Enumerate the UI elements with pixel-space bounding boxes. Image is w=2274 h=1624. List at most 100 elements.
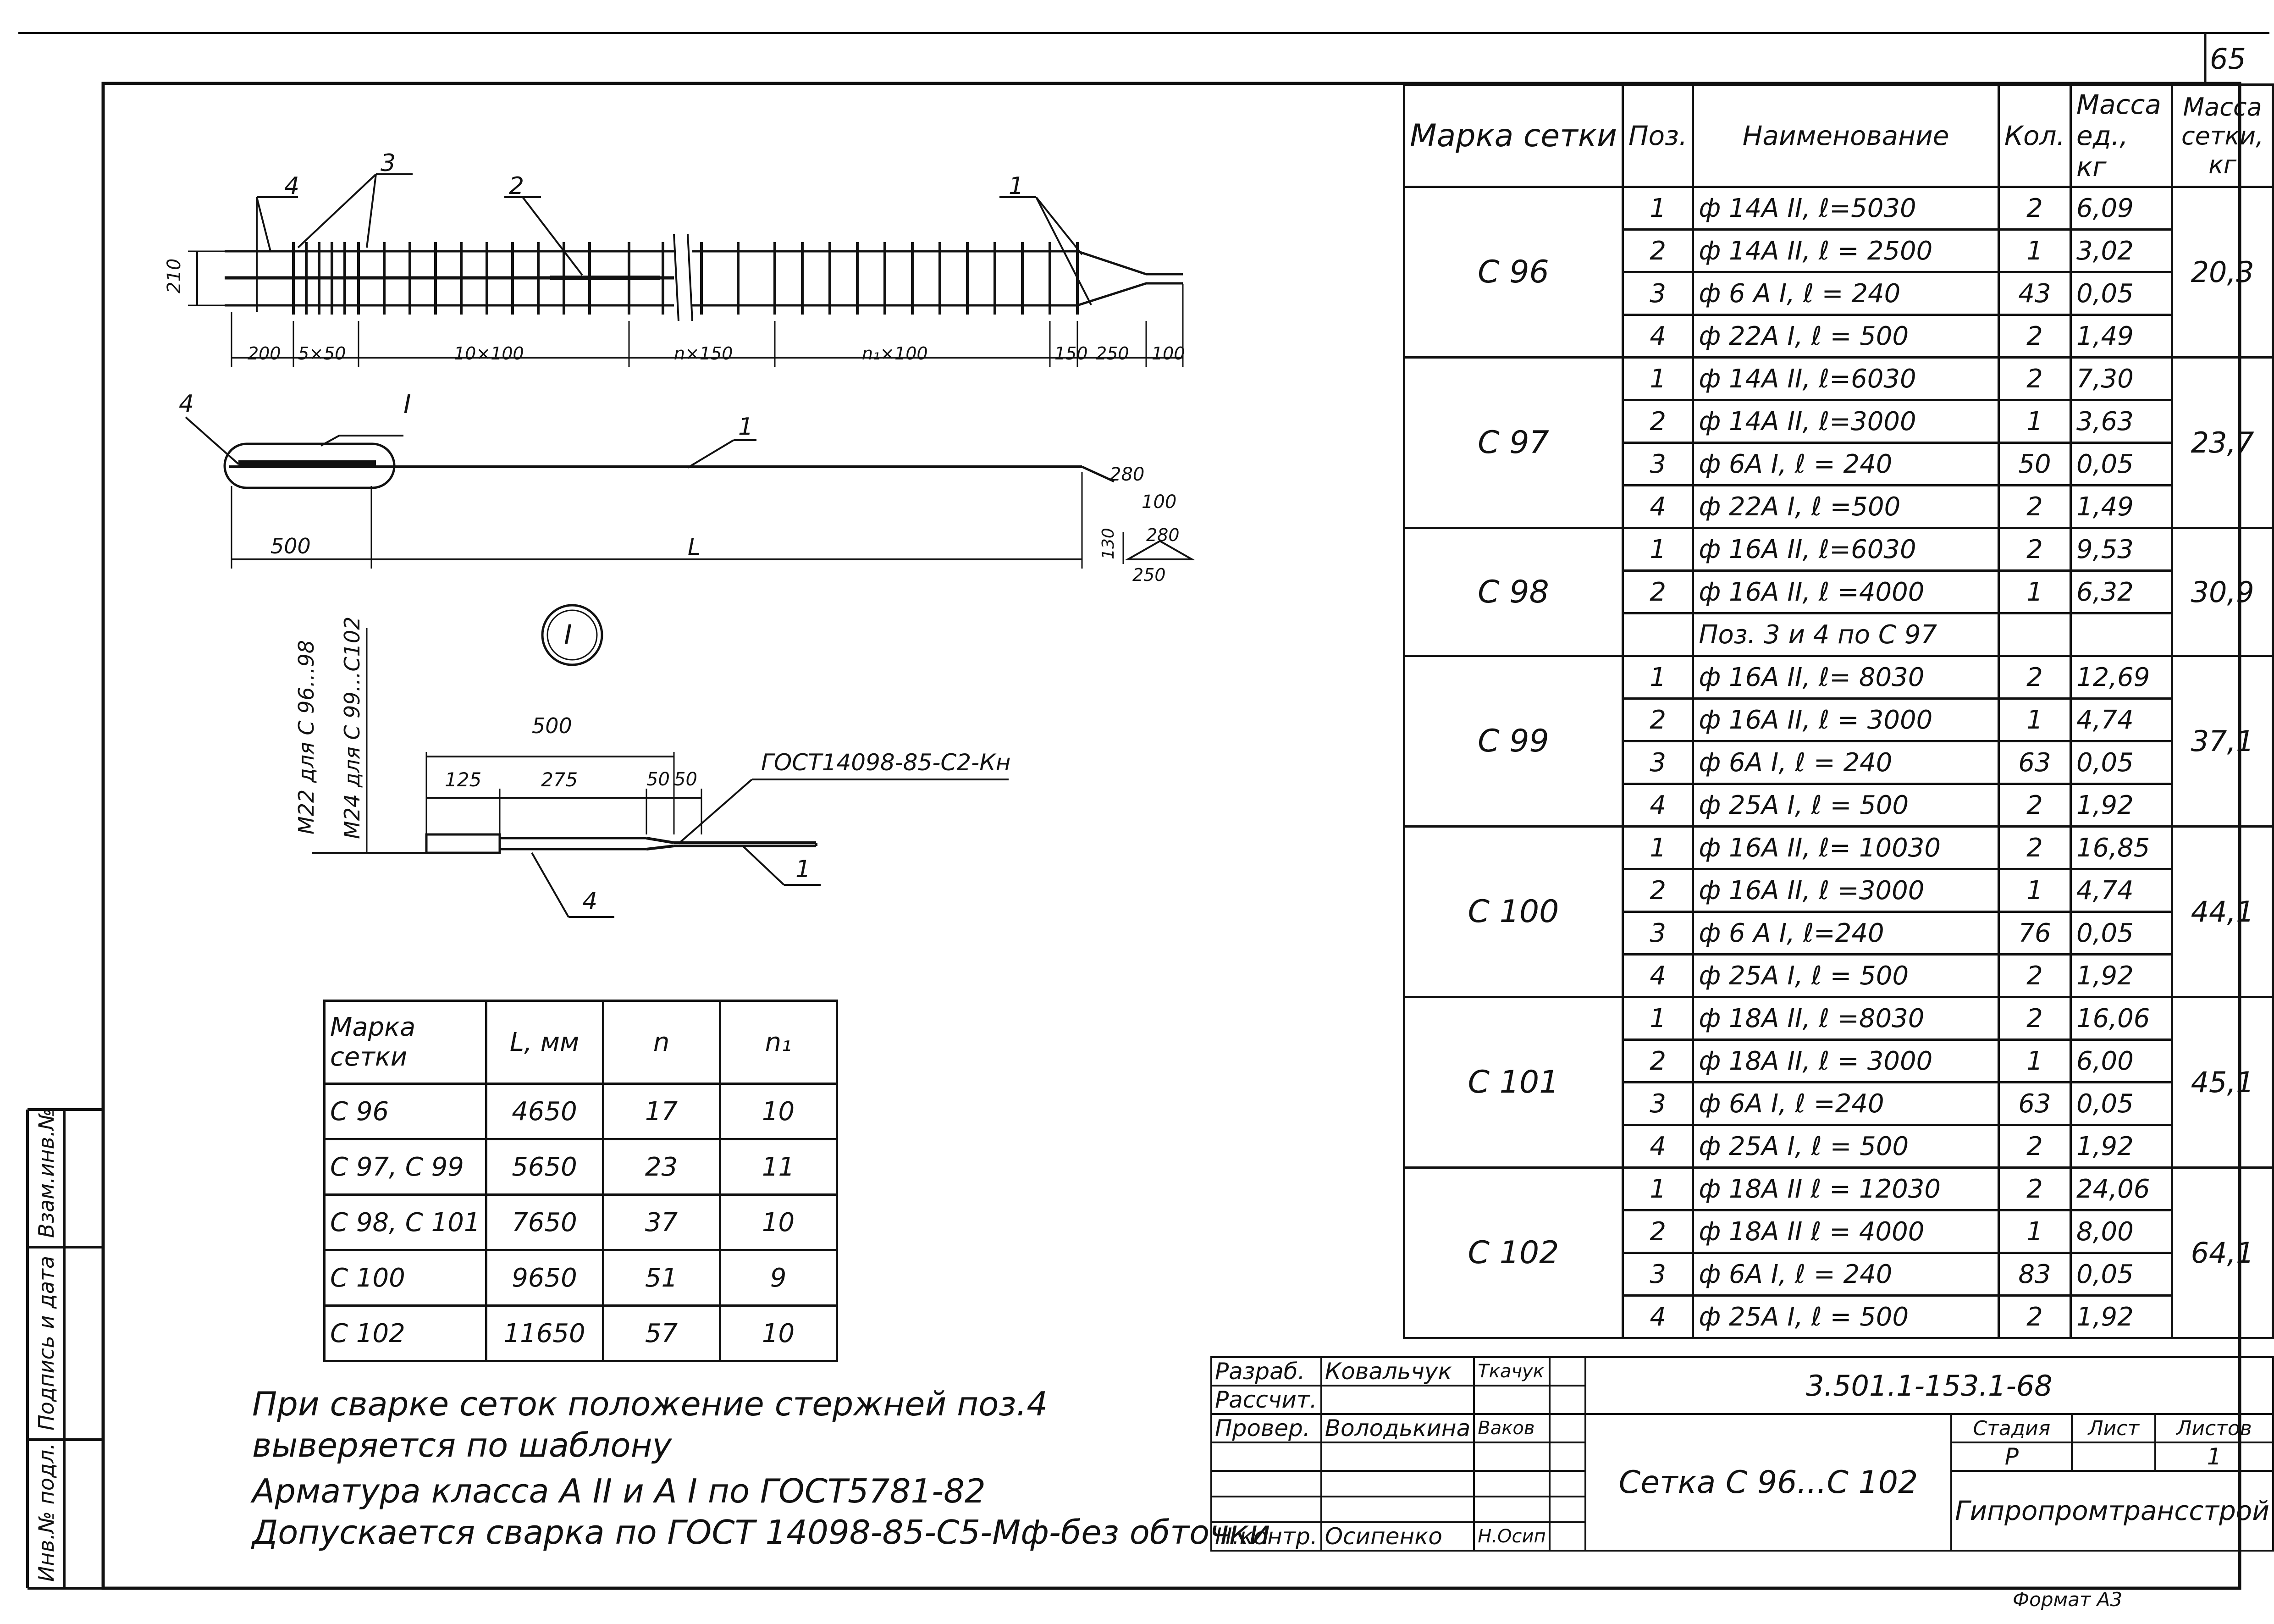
unit-mass-cell: 16,06 <box>2070 996 2174 1041</box>
pos-cell <box>1621 612 1694 657</box>
pos-cell: 1 <box>1621 356 1694 401</box>
name-cell <box>1320 1496 1475 1523</box>
table-cell: С 100 <box>323 1249 487 1307</box>
name-cell: Осипенко <box>1320 1521 1475 1552</box>
detail-I <box>312 604 1009 918</box>
qty-cell: 63 <box>1997 1081 2072 1126</box>
date-cell <box>1548 1356 1586 1386</box>
table-cell: 10 <box>718 1304 838 1362</box>
callout-4: 4 <box>284 172 300 200</box>
unit-mass-cell: 1,92 <box>2070 953 2174 998</box>
name-cell: ф 6 А I, ℓ=240 <box>1692 911 2000 956</box>
callout-1: 1 <box>795 856 811 883</box>
name-cell: Володькина <box>1320 1413 1475 1443</box>
name-cell: ф 6А I, ℓ = 240 <box>1692 740 2000 785</box>
date-cell <box>1548 1521 1586 1552</box>
dim-label: 210 <box>164 258 185 293</box>
sheet-title: Сетка С 96...С 102 <box>1584 1413 1953 1552</box>
table-cell: 10 <box>718 1083 838 1140</box>
table-cell: 7650 <box>485 1193 604 1251</box>
mesh-mark: С 101 <box>1403 996 1624 1169</box>
role-cell <box>1210 1470 1322 1497</box>
bolt-label: М22 для С 96...98 <box>294 640 319 834</box>
mesh-mark: С 102 <box>1403 1166 1624 1339</box>
mesh-mark: С 100 <box>1403 825 1624 998</box>
stage-value: Р <box>1950 1442 2073 1472</box>
qty-cell: 2 <box>1997 186 2072 231</box>
callout-4: 4 <box>582 888 598 915</box>
qty-cell: 1 <box>1997 569 2072 614</box>
unit-mass-cell: 1,92 <box>2070 1124 2174 1169</box>
pos-cell: 1 <box>1621 996 1694 1041</box>
role-cell <box>1210 1442 1322 1472</box>
name-cell: ф 16А II, ℓ =4000 <box>1692 569 2000 614</box>
title-block-row: Рассчит. <box>1210 1385 2273 1415</box>
date-cell <box>1548 1413 1586 1443</box>
name-cell: ф 6А I, ℓ = 240 <box>1692 442 2000 486</box>
sheet-label: Лист <box>2071 1413 2157 1443</box>
name-cell: ф 16А II, ℓ = 3000 <box>1692 697 2000 742</box>
qty-cell: 2 <box>1997 655 2072 700</box>
table-cell: 57 <box>602 1304 721 1362</box>
pos-cell: 4 <box>1621 1294 1694 1339</box>
callout-detail: I <box>403 390 411 420</box>
role-cell <box>1210 1496 1322 1523</box>
role-cell: Рассчит. <box>1210 1385 1322 1415</box>
dim-label: n×150 <box>674 343 733 364</box>
col-header-n: n <box>602 1000 721 1085</box>
table-cell: С 102 <box>323 1304 487 1362</box>
unit-mass-cell: 0,05 <box>2070 1081 2174 1126</box>
note-line: Допускается сварка по ГОСТ 14098-85-С5-М… <box>252 1513 1270 1552</box>
signature-cell: Н.Осип <box>1473 1521 1551 1552</box>
role-cell: Провер. <box>1210 1413 1322 1443</box>
qty-cell: 1 <box>1997 399 2072 444</box>
name-cell <box>1320 1442 1475 1472</box>
pos-cell: 2 <box>1621 399 1694 444</box>
table-cell: 17 <box>602 1083 721 1140</box>
unit-mass-cell: 6,00 <box>2070 1038 2174 1083</box>
name-cell: ф 16А II, ℓ=6030 <box>1692 527 2000 572</box>
name-cell: ф 25А I, ℓ = 500 <box>1692 783 2000 828</box>
unit-mass-cell: 8,00 <box>2070 1209 2174 1254</box>
dim-label: L <box>688 534 701 560</box>
pos-cell: 4 <box>1621 484 1694 529</box>
pos-cell: 3 <box>1621 740 1694 785</box>
signature-cell: Ткачук <box>1473 1356 1551 1386</box>
date-cell <box>1548 1442 1586 1472</box>
sheet-value <box>2071 1442 2157 1472</box>
detail-marker: I <box>564 619 572 651</box>
dim-label: 275 <box>541 768 578 791</box>
dim-label: 100 <box>1152 343 1185 364</box>
role-cell: Н.контр. <box>1210 1521 1322 1552</box>
stamp-inventory-original: Инв.№ подл. <box>34 1443 59 1582</box>
total-mass-cell: 44,1 <box>2171 825 2274 998</box>
unit-mass-cell: 24,06 <box>2070 1166 2174 1211</box>
weld-spec: ГОСТ14098-85-С2-Кн <box>761 749 1011 776</box>
dim-label: 500 <box>532 713 572 738</box>
name-cell: ф 18А II, ℓ =8030 <box>1692 996 2000 1041</box>
table-cell: С 98, С 101 <box>323 1193 487 1251</box>
unit-mass-cell: 6,09 <box>2070 186 2174 231</box>
mesh-plan-view <box>188 173 1184 367</box>
qty-cell: 2 <box>1997 1124 2072 1169</box>
pos-cell: 2 <box>1621 1209 1694 1254</box>
pos-cell: 4 <box>1621 783 1694 828</box>
name-cell: ф 14А II, ℓ=3000 <box>1692 399 2000 444</box>
dim-label: 100 <box>1142 492 1177 513</box>
spec-row: Поз. 3 и 4 по С 97 <box>1404 612 2273 657</box>
dim-label: 50 <box>646 769 670 790</box>
note-line: Арматура класса А II и А I по ГОСТ5781-8… <box>252 1472 986 1510</box>
